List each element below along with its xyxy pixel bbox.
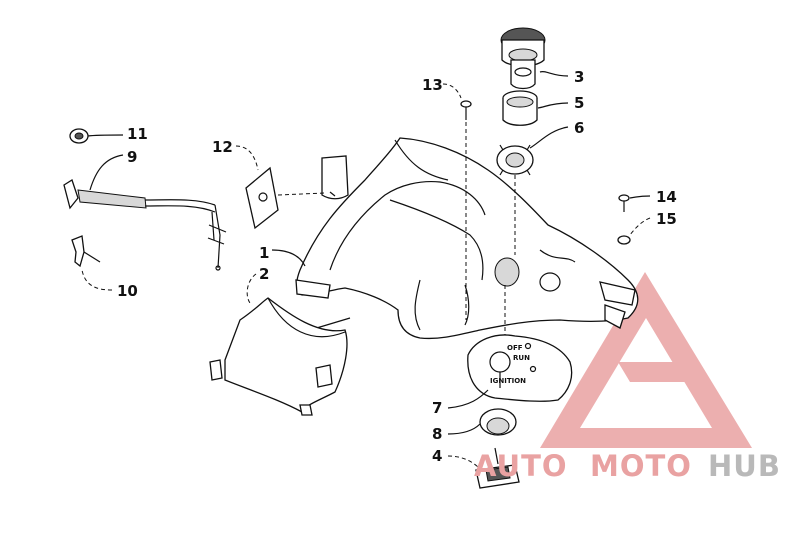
callout-5: 5 [574, 94, 584, 112]
switch-run-label: RUN [513, 354, 530, 362]
callout-labels: 1 2 3 4 5 6 7 8 9 10 11 12 13 14 15 [117, 68, 677, 465]
callout-12: 12 [212, 138, 233, 156]
screw [460, 100, 472, 320]
callout-2: 2 [259, 265, 269, 283]
throttle-cable [63, 179, 227, 271]
washer-11 [69, 128, 89, 144]
ignition-key [475, 447, 520, 489]
dash-housing [295, 137, 639, 340]
callout-7: 7 [432, 399, 442, 417]
callout-11: 11 [127, 125, 148, 143]
watermark-hub: HUB [708, 449, 781, 483]
lever [71, 235, 101, 268]
callout-1: 1 [259, 244, 269, 262]
small-washer [617, 235, 631, 245]
star-washer [496, 144, 534, 176]
callout-14: 14 [656, 188, 677, 206]
top-assembly [500, 27, 546, 90]
watermark-logo [540, 272, 752, 448]
gasket [245, 166, 326, 230]
watermark-auto: AUTO [474, 449, 568, 483]
callout-10: 10 [117, 282, 138, 300]
callout-3: 3 [574, 68, 584, 86]
watermark-moto: MOTO [590, 449, 692, 483]
callout-13: 13 [422, 76, 443, 94]
callout-8: 8 [432, 425, 442, 443]
ignition-nut [479, 408, 517, 436]
switch-off-label: OFF [507, 344, 523, 352]
callout-9: 9 [127, 148, 137, 166]
switch-ignition-label: IGNITION [490, 377, 526, 385]
cylinder [502, 90, 538, 126]
callout-4: 4 [432, 447, 442, 465]
lower-cover [209, 297, 348, 416]
ignition-switch-plate: OFF RUN IGNITION [467, 334, 573, 402]
small-bolt [618, 194, 630, 212]
callout-15: 15 [656, 210, 677, 228]
watermark-text: AUTO MOTO HUB [474, 449, 781, 483]
callout-6: 6 [574, 119, 584, 137]
leader-lines [81, 70, 651, 469]
